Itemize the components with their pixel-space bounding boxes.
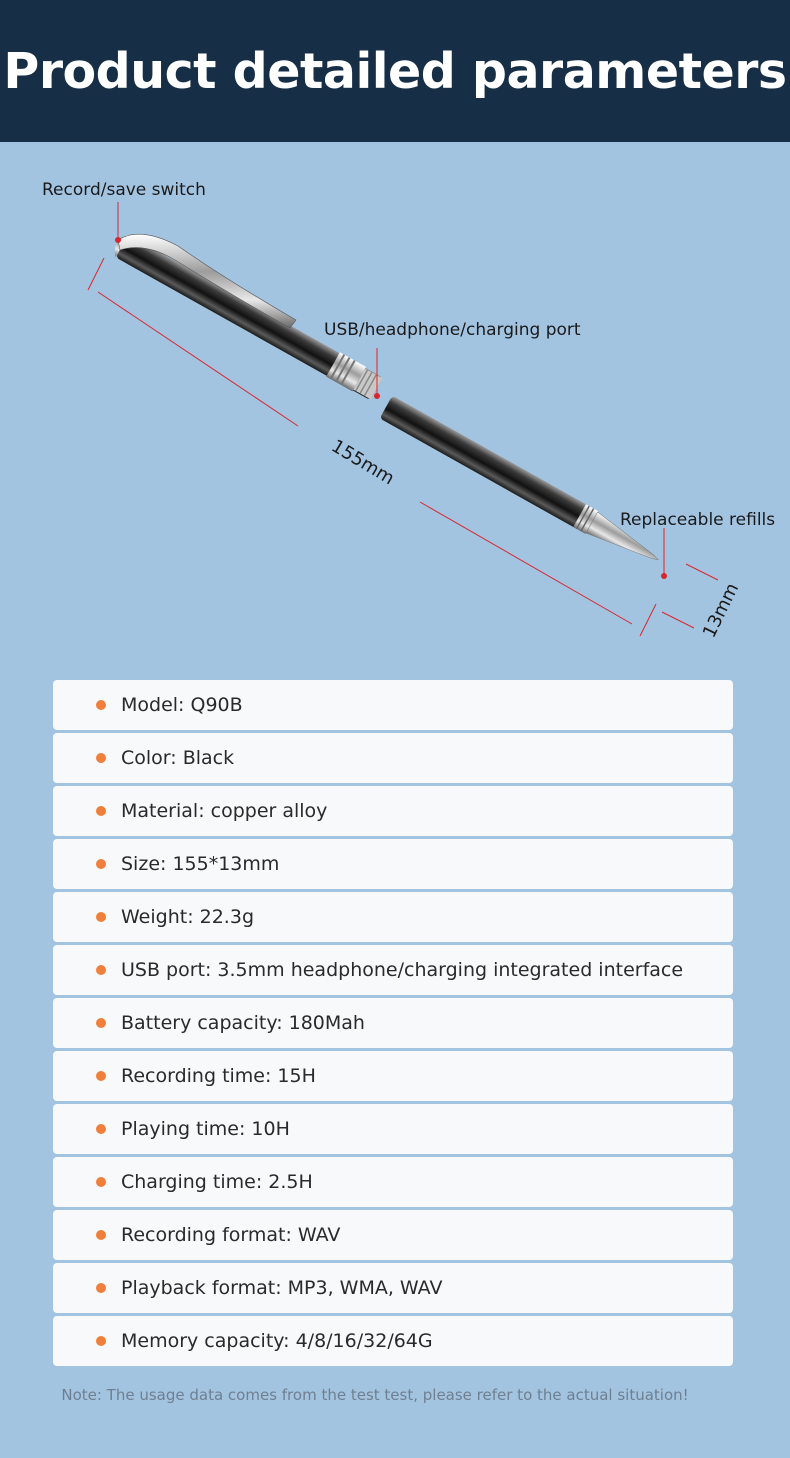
spec-text: Recording format: WAV [121, 1224, 341, 1246]
length-dimension-lines [87, 257, 657, 637]
bullet-icon [96, 700, 106, 710]
bullet-icon [96, 1283, 106, 1293]
spec-text: Charging time: 2.5H [121, 1171, 313, 1193]
spec-text: Model: Q90B [121, 694, 243, 716]
spec-text: USB port: 3.5mm headphone/charging integ… [121, 959, 684, 981]
spec-text: Color: Black [121, 747, 235, 769]
spec-text: Memory capacity: 4/8/16/32/64G [121, 1330, 433, 1352]
bullet-icon [96, 753, 106, 763]
bullet-icon [96, 1018, 106, 1028]
spec-row: Charging time: 2.5H [53, 1157, 733, 1207]
callout-record-switch: Record/save switch [42, 180, 206, 200]
spec-row: Memory capacity: 4/8/16/32/64G [53, 1316, 733, 1366]
pen-diagram: Record/save switch USB/headphone/chargin… [0, 142, 790, 662]
spec-row: Weight: 22.3g [53, 892, 733, 942]
bullet-icon [96, 965, 106, 975]
spec-text: Playing time: 10H [121, 1118, 290, 1140]
spec-text: Recording time: 15H [121, 1065, 316, 1087]
spec-row: Recording format: WAV [53, 1210, 733, 1260]
disclaimer-note: Note: The usage data comes from the test… [61, 1386, 689, 1404]
spec-text: Playback format: MP3, WMA, WAV [121, 1277, 443, 1299]
diameter-dimension-lines [661, 563, 719, 629]
pen-clip [117, 233, 297, 329]
bullet-icon [96, 806, 106, 816]
bullet-icon [96, 1230, 106, 1240]
pen-barrel [381, 397, 659, 561]
spec-list: Model: Q90B Color: Black Material: coppe… [53, 680, 733, 1369]
bullet-icon [96, 1124, 106, 1134]
bullet-icon [96, 1177, 106, 1187]
spec-row: Playing time: 10H [53, 1104, 733, 1154]
spec-row: Material: copper alloy [53, 786, 733, 836]
bullet-icon [96, 912, 106, 922]
spec-text: Weight: 22.3g [121, 906, 254, 928]
spec-row: Playback format: MP3, WMA, WAV [53, 1263, 733, 1313]
page-title: Product detailed parameters [3, 42, 787, 100]
spec-row: USB port: 3.5mm headphone/charging integ… [53, 945, 733, 995]
callout-refills: Replaceable refills [620, 510, 776, 530]
bullet-icon [96, 1071, 106, 1081]
spec-text: Material: copper alloy [121, 800, 328, 822]
spec-text: Battery capacity: 180Mah [121, 1012, 365, 1034]
header-banner: Product detailed parameters [0, 0, 790, 142]
bullet-icon [96, 1336, 106, 1346]
spec-text: Size: 155*13mm [121, 853, 280, 875]
spec-row: Size: 155*13mm [53, 839, 733, 889]
spec-row: Model: Q90B [53, 680, 733, 730]
pen-illustration [87, 202, 719, 637]
pen-cap [114, 234, 383, 400]
spec-row: Recording time: 15H [53, 1051, 733, 1101]
spec-row: Battery capacity: 180Mah [53, 998, 733, 1048]
callout-usb-port: USB/headphone/charging port [324, 320, 581, 340]
bullet-icon [96, 859, 106, 869]
spec-row: Color: Black [53, 733, 733, 783]
